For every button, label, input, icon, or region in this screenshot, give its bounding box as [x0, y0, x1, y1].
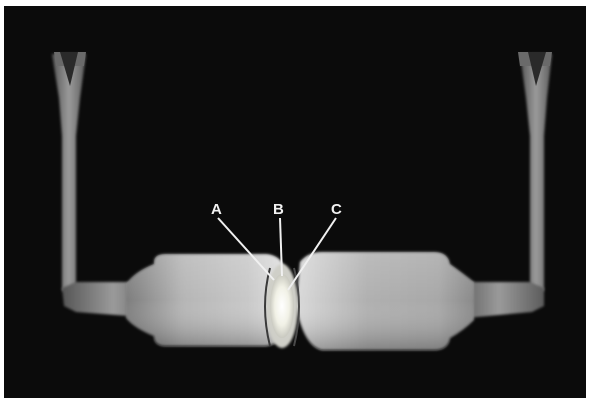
weld-photo: A B C — [4, 6, 586, 398]
right-block — [296, 252, 474, 350]
photo-frame: A B C — [4, 6, 586, 398]
label-c: C — [331, 201, 342, 218]
label-a: A — [211, 201, 222, 218]
label-b: B — [273, 201, 284, 218]
